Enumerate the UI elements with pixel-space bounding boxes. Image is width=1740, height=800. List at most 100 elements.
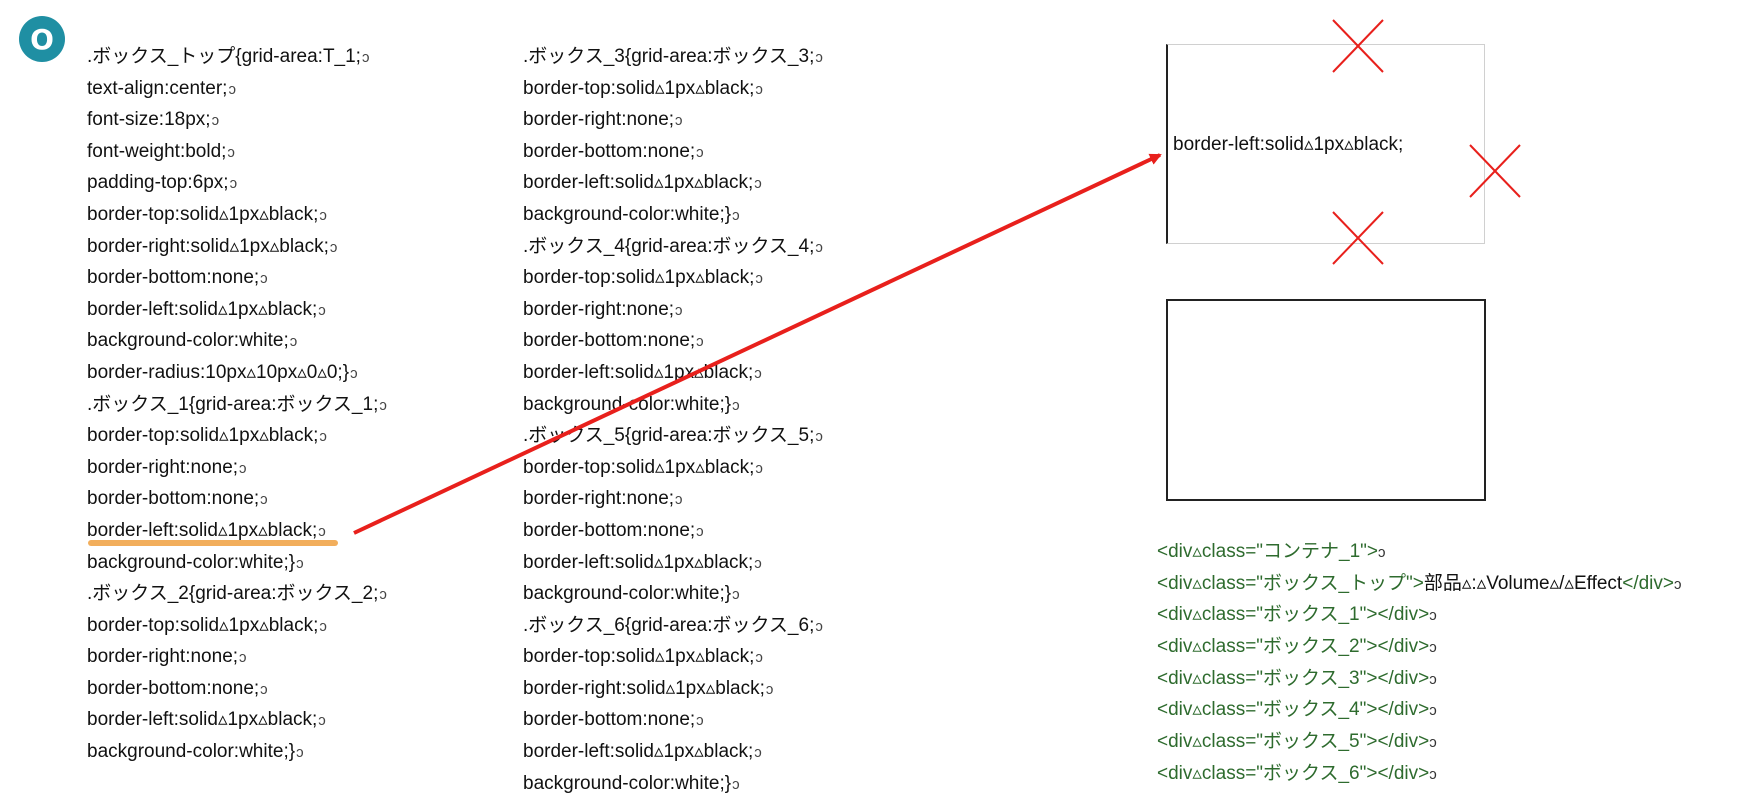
- code-text: border-radius:10px▵10px▵0▵0;}: [87, 361, 350, 383]
- line-end-mark: ↄ: [329, 238, 338, 256]
- css-code-line: border-top:solid▵1px▵black;ↄ: [87, 199, 387, 231]
- line-end-mark: ↄ: [318, 522, 326, 540]
- code-text: border-bottom:none;: [87, 267, 260, 289]
- code-text: .ボックス_4{grid-area:ボックス_4;: [523, 235, 815, 257]
- highlight-underline: [88, 540, 338, 546]
- code-text: border-left:solid▵1px▵black;: [87, 298, 318, 320]
- code-text: border-right:solid▵1px▵black;: [87, 235, 329, 257]
- code-text: border-top:solid▵1px▵black;: [523, 646, 755, 668]
- line-end-mark: ↄ: [732, 586, 740, 604]
- line-end-mark: ↄ: [754, 175, 762, 193]
- html-pre: <div▵class="ボックス_5"></div>: [1157, 731, 1430, 753]
- line-end-mark: ↄ: [696, 143, 704, 161]
- css-code-line: .ボックス_3{grid-area:ボックス_3;ↄ: [523, 41, 823, 73]
- code-text: border-bottom:none;: [523, 709, 696, 731]
- code-text: .ボックス_2{grid-area:ボックス_2;: [87, 583, 379, 605]
- code-text: background-color:white;}: [523, 203, 732, 225]
- line-end-mark: ↄ: [379, 396, 387, 414]
- line-end-mark: ↄ: [755, 80, 763, 98]
- html-code-line: <div▵class="ボックス_3"></div>ↄ: [1157, 663, 1681, 695]
- code-text: border-top:solid▵1px▵black;: [523, 267, 755, 289]
- css-code-line: border-bottom:none;ↄ: [523, 136, 823, 168]
- html-pre: <div▵class="ボックス_2"></div>: [1157, 636, 1430, 658]
- line-end-mark: ↄ: [755, 459, 763, 477]
- css-code-line: border-left:solid▵1px▵black;ↄ: [87, 515, 387, 547]
- html-pre: <div▵class="ボックス_4"></div>: [1157, 699, 1430, 721]
- code-text: border-top:solid▵1px▵black;: [523, 456, 755, 478]
- line-end-mark: ↄ: [1429, 765, 1437, 783]
- border-left-demo-label: border-left:solid▵1px▵black;: [1173, 134, 1404, 155]
- code-text: .ボックス_3{grid-area:ボックス_3;: [523, 46, 815, 67]
- css-code-line: padding-top:6px;ↄ: [87, 167, 387, 199]
- html-post: </div>: [1622, 572, 1674, 594]
- line-end-mark: ↄ: [675, 301, 683, 319]
- code-text: border-top:solid▵1px▵black;: [87, 425, 319, 447]
- code-text: border-top:solid▵1px▵black;: [87, 203, 319, 225]
- html-code-line: <div▵class="ボックス_1"></div>ↄ: [1157, 599, 1681, 631]
- line-end-mark: ↄ: [696, 712, 704, 730]
- html-pre: <div▵class="ボックス_3"></div>: [1157, 667, 1430, 689]
- line-end-mark: ↄ: [296, 744, 304, 762]
- html-code-line: <div▵class="コンテナ_1">ↄ: [1157, 536, 1681, 568]
- line-end-mark: ↄ: [319, 206, 327, 224]
- line-end-mark: ↄ: [289, 333, 298, 351]
- code-text: border-bottom:none;: [523, 330, 696, 352]
- line-end-mark: ↄ: [1673, 575, 1682, 593]
- line-end-mark: ↄ: [318, 712, 326, 730]
- css-code-line: background-color:white;}ↄ: [523, 199, 823, 231]
- line-end-mark: ↄ: [227, 143, 235, 161]
- code-text: border-left:solid▵1px▵black;: [523, 172, 754, 194]
- css-code-line: .ボックス_6{grid-area:ボックス_6;ↄ: [523, 610, 823, 642]
- css-code-line: border-top:solid▵1px▵black;ↄ: [523, 73, 823, 105]
- css-code-line: border-bottom:none;ↄ: [87, 262, 387, 294]
- css-code-line: border-top:solid▵1px▵black;ↄ: [523, 262, 823, 294]
- line-end-mark: ↄ: [696, 333, 704, 351]
- css-code-line: border-top:solid▵1px▵black;ↄ: [523, 641, 823, 673]
- css-code-line: border-bottom:none;ↄ: [523, 515, 823, 547]
- border-left-demo-box: [1166, 44, 1485, 244]
- code-text: background-color:white;: [87, 330, 289, 352]
- line-end-mark: ↄ: [1378, 544, 1386, 561]
- css-code-line: font-weight:bold;ↄ: [87, 136, 387, 168]
- css-code-line: .ボックス_5{grid-area:ボックス_5;ↄ: [523, 420, 823, 452]
- code-text: .ボックス_6{grid-area:ボックス_6;: [523, 614, 815, 636]
- line-end-mark: ↄ: [379, 586, 387, 604]
- line-end-mark: ↄ: [815, 49, 823, 66]
- line-end-mark: ↄ: [696, 522, 704, 540]
- code-text: border-left:solid▵1px▵black;: [523, 551, 754, 573]
- line-end-mark: ↄ: [228, 80, 236, 98]
- line-end-mark: ↄ: [675, 491, 683, 509]
- code-text: border-bottom:none;: [523, 519, 696, 541]
- html-pre: <div▵class="ボックス_トップ">: [1157, 572, 1424, 594]
- code-text: border-bottom:none;: [523, 140, 696, 162]
- html-code-line: <div▵class="ボックス_6"></div>ↄ: [1157, 758, 1681, 790]
- css-code-line: background-color:white;ↄ: [87, 325, 387, 357]
- line-end-mark: ↄ: [754, 744, 762, 762]
- code-text: border-top:solid▵1px▵black;: [523, 77, 755, 99]
- html-code-column: <div▵class="コンテナ_1">ↄ<div▵class="ボックス_トッ…: [1157, 536, 1681, 790]
- css-code-line: border-right:none;ↄ: [523, 483, 823, 515]
- html-code-line: <div▵class="ボックス_4"></div>ↄ: [1157, 694, 1681, 726]
- line-end-mark: ↄ: [754, 364, 762, 382]
- code-text: border-right:none;: [87, 456, 239, 478]
- css-code-line: border-left:solid▵1px▵black;ↄ: [523, 736, 823, 768]
- css-code-line: background-color:white;}ↄ: [87, 547, 387, 579]
- line-end-mark: ↄ: [815, 238, 823, 256]
- css-code-line: border-left:solid▵1px▵black;ↄ: [523, 167, 823, 199]
- code-text: text-align:center;: [87, 77, 228, 99]
- css-code-line: border-right:none;ↄ: [523, 104, 823, 136]
- css-code-line: border-bottom:none;ↄ: [523, 325, 823, 357]
- html-pre: <div▵class="ボックス_1"></div>: [1157, 604, 1430, 626]
- css-code-line: background-color:white;}ↄ: [523, 768, 823, 800]
- css-code-line: border-left:solid▵1px▵black;ↄ: [523, 547, 823, 579]
- html-pre: <div▵class="コンテナ_1">: [1157, 541, 1379, 562]
- css-code-line: border-bottom:none;ↄ: [523, 704, 823, 736]
- code-text: border-right:none;: [87, 646, 239, 668]
- line-end-mark: ↄ: [318, 301, 326, 319]
- css-code-line: font-size:18px;ↄ: [87, 104, 387, 136]
- css-code-line: border-left:solid▵1px▵black;ↄ: [523, 357, 823, 389]
- line-end-mark: ↄ: [361, 49, 370, 66]
- css-code-line: border-radius:10px▵10px▵0▵0;}ↄ: [87, 357, 387, 389]
- css-code-line: border-bottom:none;ↄ: [87, 483, 387, 515]
- line-end-mark: ↄ: [754, 554, 762, 572]
